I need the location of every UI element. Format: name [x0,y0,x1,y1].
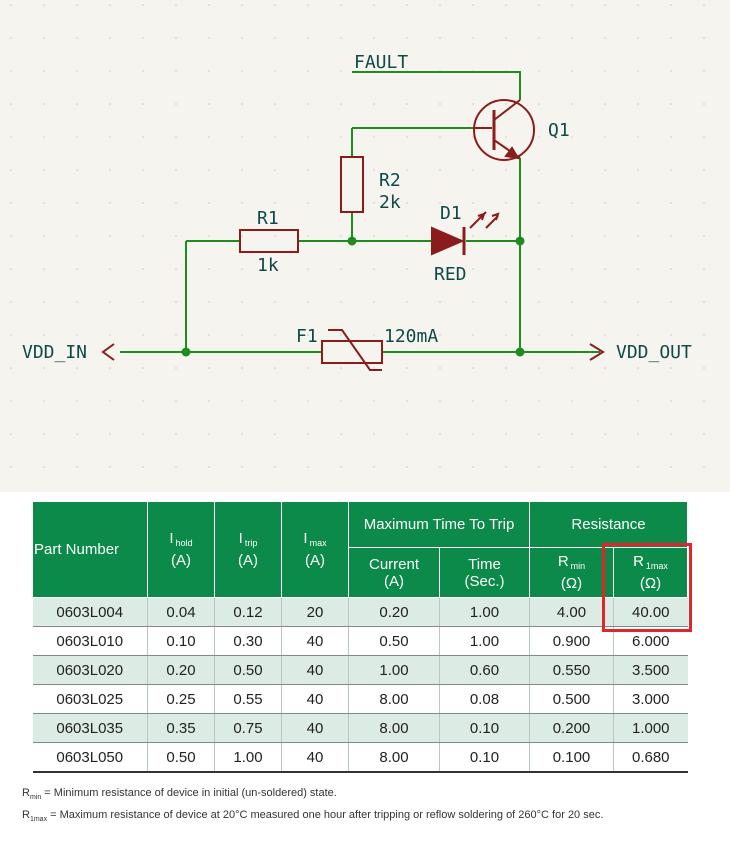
table-cell: 4.00 [529,597,614,627]
highlight-box [602,543,692,632]
value-f1: 120mA [384,326,438,347]
table-cell: 40 [281,626,349,656]
footnote-r-min: Rmin = Minimum resistance of device in i… [22,787,337,801]
grid-dots [0,0,730,492]
table-cell: 8.00 [348,713,440,743]
value-r1: 1k [257,255,279,276]
header-time: Time(Sec.) [439,547,530,598]
transistor-q1 [473,99,535,161]
junction-dot [181,347,191,357]
table-cell: 0603L004 [32,597,148,627]
junction-dot [515,236,525,246]
junction-dot [515,347,525,357]
table-cell: 40.00 [613,597,688,627]
table-cell: 0603L020 [32,655,148,685]
table-cell: 0.10 [147,626,215,656]
table-cell: 3.000 [613,684,688,714]
table-cell: 0.12 [214,597,282,627]
resistor-r2 [340,156,364,213]
header-current: Current(A) [348,547,440,598]
table-cell: 1.00 [214,742,282,773]
table-cell: 0603L010 [32,626,148,656]
value-d1: RED [434,264,467,285]
table-cell: 0.60 [439,655,530,685]
table-cell: 40 [281,655,349,685]
table-cell: 0.10 [439,742,530,773]
table-cell: 0.680 [613,742,688,773]
net-label-fault: FAULT [354,52,408,73]
table-cell: 0.25 [147,684,215,714]
schematic: FAULT Q1 R2 2k R1 1k D1 RED F1 120mA VDD… [0,0,730,492]
table-cell: 0.55 [214,684,282,714]
resistor-r1 [239,229,299,253]
wire-fault [352,71,521,100]
value-r2: 2k [379,192,401,213]
table-cell: 0.50 [348,626,440,656]
net-label-vdd-out: VDD_OUT [616,342,692,363]
table-cell: 0.900 [529,626,614,656]
table-cell: 0603L035 [32,713,148,743]
ref-r1: R1 [257,208,279,229]
table-cell: 40 [281,713,349,743]
table-cell: 0.100 [529,742,614,773]
table-cell: 3.500 [613,655,688,685]
table-cell: 1.000 [613,713,688,743]
port-arrow-vdd-in [101,343,115,361]
table-cell: 8.00 [348,684,440,714]
table-cell: 20 [281,597,349,627]
table-cell: 0.500 [529,684,614,714]
table-cell: 0.30 [214,626,282,656]
table-cell: 0.50 [147,742,215,773]
junctions [181,236,525,357]
led-d1 [431,211,500,256]
table-cell: 0.550 [529,655,614,685]
table-cell: 0.20 [348,597,440,627]
ref-r2: R2 [379,170,401,191]
polyfuse-f1 [321,329,383,371]
table-cell: 0.08 [439,684,530,714]
table-cell: 0603L025 [32,684,148,714]
header-part-number: Part Number [32,501,148,598]
table-cell: 1.00 [439,597,530,627]
wires [120,71,600,353]
ref-q1: Q1 [548,120,570,141]
table-cell: 0.04 [147,597,215,627]
ref-d1: D1 [440,203,462,224]
table-cell: 8.00 [348,742,440,773]
junction-dot [347,236,357,246]
table-cell: 1.00 [439,626,530,656]
schematic-drawing: FAULT Q1 R2 2k R1 1k D1 RED F1 120mA VDD… [0,0,730,492]
table-cell: 0.75 [214,713,282,743]
ref-f1: F1 [296,326,318,347]
table-cell: 1.00 [348,655,440,685]
header-resistance: Resistance [528,501,689,548]
table-cell: 0.35 [147,713,215,743]
table-cell: 0.10 [439,713,530,743]
port-arrow-vdd-out [589,343,605,361]
footnote-r-1max: R1max = Maximum resistance of device at … [22,809,604,823]
net-label-vdd-in: VDD_IN [22,342,87,363]
table-cell: 40 [281,742,349,773]
header-max-time-to-trip: Maximum Time To Trip [348,501,530,548]
table-cell: 40 [281,684,349,714]
table-cell: 0.20 [147,655,215,685]
table-cell: 0.200 [529,713,614,743]
table-cell: 0.50 [214,655,282,685]
table-cell: 0603L050 [32,742,148,773]
